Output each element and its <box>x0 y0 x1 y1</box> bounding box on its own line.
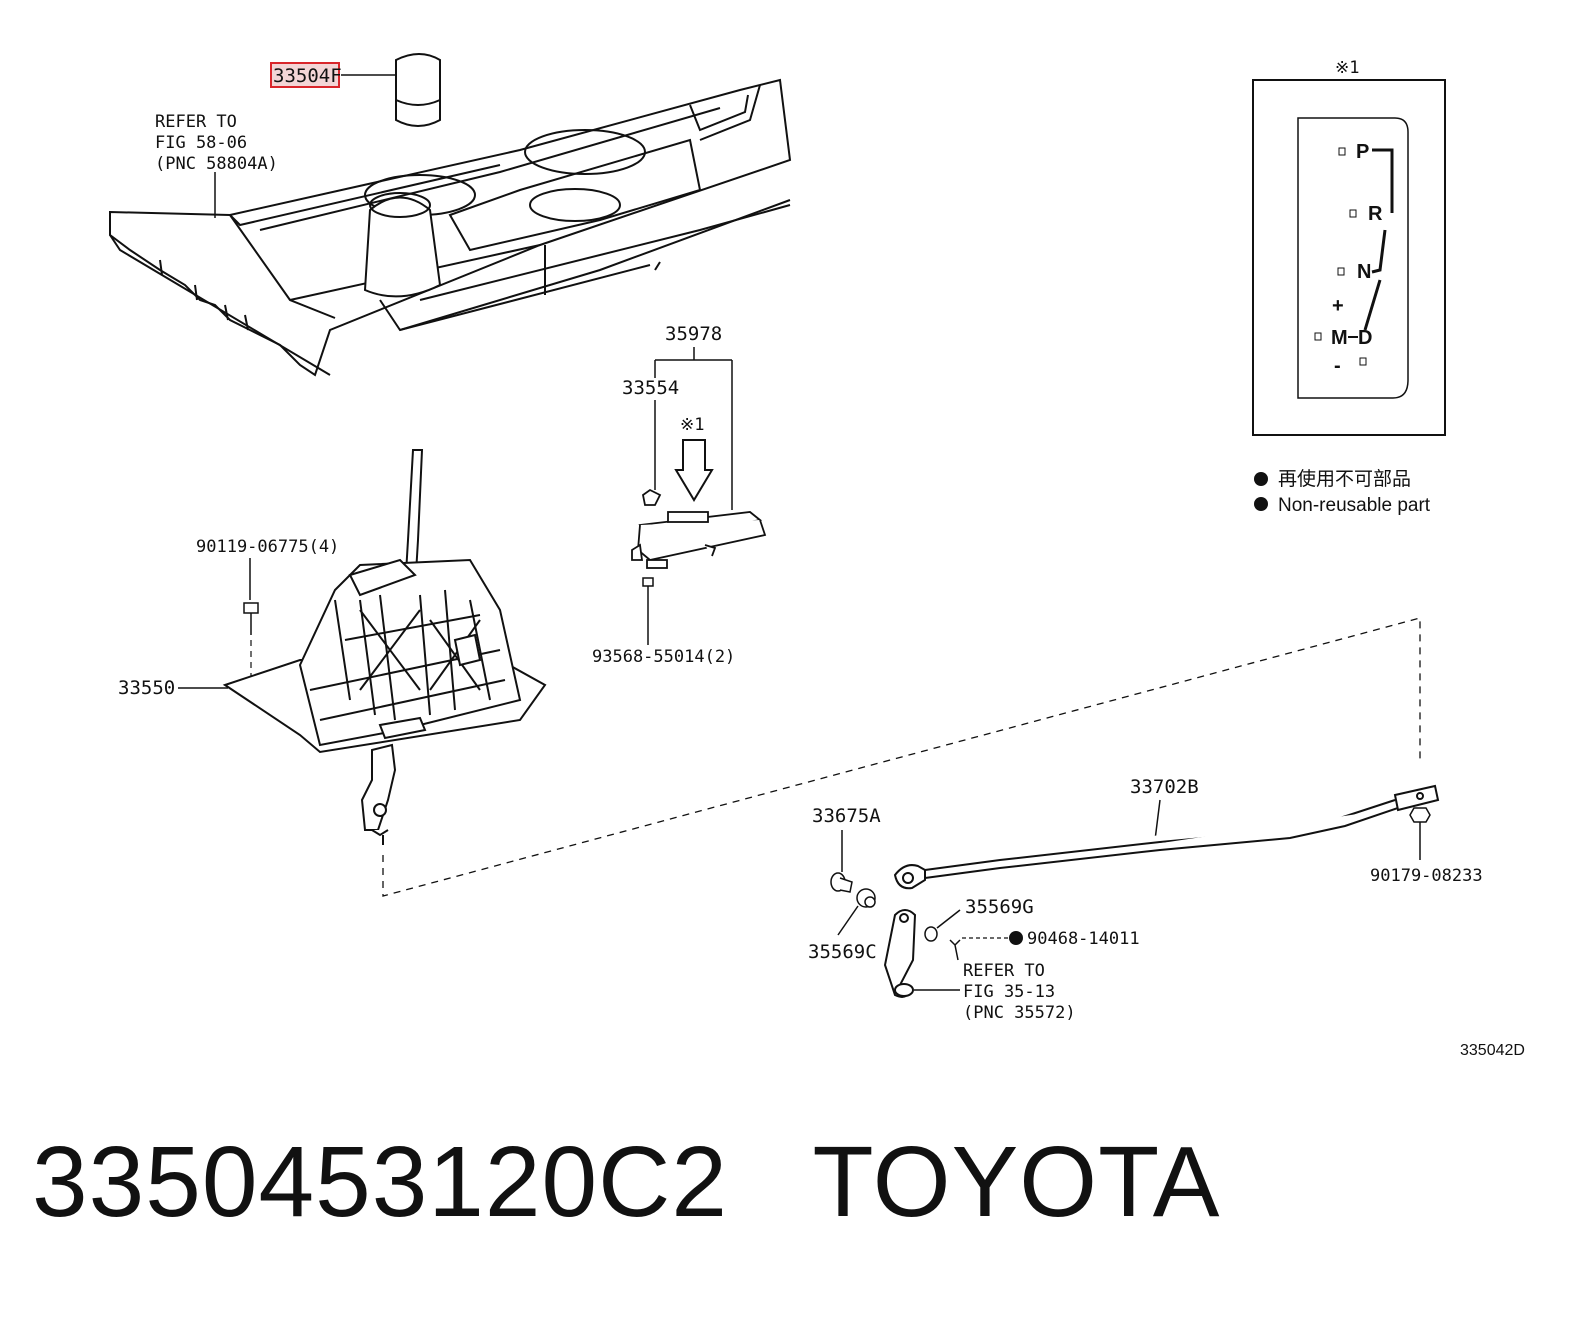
refer-console-line1: REFER TO <box>155 112 237 132</box>
refer-lever-line2: FIG 35-13 <box>963 982 1055 1002</box>
footer-brand: TOYOTA <box>812 1126 1221 1238</box>
label-bolt-shift[interactable]: 90119-06775(4) <box>196 537 339 557</box>
figure-code: 335042D <box>1460 1042 1525 1059</box>
lever-link-drawing <box>883 909 917 998</box>
down-arrow-icon <box>674 439 714 502</box>
bolt-drawing <box>243 602 259 635</box>
legend-cn: 再使用不可部品 <box>1278 468 1411 490</box>
indicator-drawing <box>631 488 767 569</box>
refer-lever-line3: (PNC 35572) <box>963 1003 1076 1023</box>
footer-title: 3350453120C2 TOYOTA <box>32 1132 1220 1232</box>
arrow-note-mark: ※1 <box>680 415 704 435</box>
clip-drawing <box>830 872 853 893</box>
cable-routing-dashed <box>382 617 1421 897</box>
inset-note-mark: ※1 <box>1335 58 1359 78</box>
footer-part-number: 3350453120C2 <box>32 1126 728 1238</box>
label-bushing-c[interactable]: 35569C <box>808 941 877 963</box>
label-cable[interactable]: 33702B <box>1130 776 1199 798</box>
label-clip[interactable]: 33675A <box>812 805 881 827</box>
legend: 再使用不可部品 Non-reusable part <box>1254 468 1431 516</box>
label-knob[interactable]: 33504F <box>273 65 342 87</box>
legend-en: Non-reusable part <box>1278 495 1431 516</box>
gate-minus: - <box>1334 355 1341 377</box>
gate-m: M <box>1331 327 1348 349</box>
label-indicator-assy[interactable]: 35978 <box>665 323 722 345</box>
gate-path <box>1363 148 1394 331</box>
legend-dot-icon <box>1254 497 1268 511</box>
label-pin[interactable]: 90468-14011 <box>1027 929 1140 949</box>
highlight-box <box>270 62 340 88</box>
shift-lever-drawing <box>222 449 547 845</box>
label-bushing-g[interactable]: 35569G <box>965 896 1034 918</box>
gate-r: R <box>1368 203 1383 225</box>
cable-drawing <box>893 784 1440 890</box>
screw-drawing <box>642 577 654 602</box>
gate-d: D <box>1358 327 1372 349</box>
gate-p: P <box>1356 141 1369 163</box>
bushing-c-drawing <box>856 888 876 908</box>
gate-n: N <box>1357 261 1371 283</box>
gate-plate <box>1297 117 1409 399</box>
gate-plus: + <box>1332 295 1344 317</box>
refer-lever-line1: REFER TO <box>963 961 1045 981</box>
pin-drawing <box>949 939 961 961</box>
shift-knob-drawing <box>395 53 441 127</box>
non-reusable-dot-icon <box>1009 931 1023 945</box>
label-bulb[interactable]: 33554 <box>622 377 679 399</box>
nut-drawing <box>1409 807 1431 823</box>
inset-frame <box>1252 79 1446 436</box>
gate-inset: ※1 P R N + M - D <box>1252 58 1446 436</box>
label-shift-lever-assy[interactable]: 33550 <box>118 677 175 699</box>
legend-dot-icon <box>1254 472 1268 486</box>
refer-console-line3: (PNC 58804A) <box>155 154 278 174</box>
refer-console-line2: FIG 58-06 <box>155 133 247 153</box>
bushing-g-drawing <box>924 926 938 942</box>
label-nut[interactable]: 90179-08233 <box>1370 866 1483 886</box>
label-screw-indicator[interactable]: 93568-55014(2) <box>592 647 735 667</box>
console-panel-drawing <box>109 78 792 377</box>
